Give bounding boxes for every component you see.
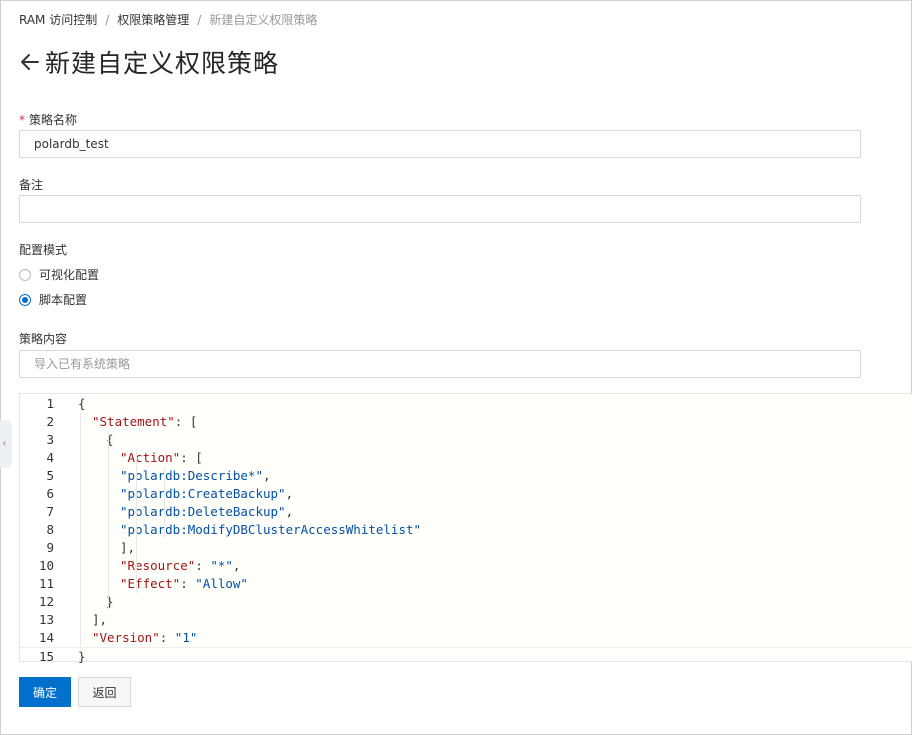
code-line[interactable]: 13], <box>20 611 912 629</box>
indent-guide <box>80 413 81 647</box>
back-button[interactable]: 返回 <box>78 677 131 707</box>
code-line[interactable]: 7 "polardb:DeleteBackup", <box>20 503 912 521</box>
code-line[interactable]: 6 "polardb:CreateBackup", <box>20 485 912 503</box>
line-number: 15 <box>38 649 54 664</box>
radio-unchecked-icon[interactable] <box>19 268 31 281</box>
code-line[interactable]: 9], <box>20 539 912 557</box>
code-line[interactable]: 10 "Resource": "*", <box>20 557 912 575</box>
line-number: 5 <box>46 468 54 483</box>
line-number: 8 <box>46 522 54 537</box>
code-text: "Version": "1" <box>92 630 198 645</box>
policy-name-label-text: 策略名称 <box>29 113 78 127</box>
policy-name-label: * 策略名称 <box>19 111 77 128</box>
code-text: "polardb:DeleteBackup", <box>120 504 294 519</box>
line-number: 12 <box>38 594 54 609</box>
code-text: } <box>106 594 114 609</box>
line-number: 2 <box>46 414 54 429</box>
code-text: { <box>78 396 86 411</box>
line-number: 3 <box>46 432 54 447</box>
line-number: 13 <box>38 612 54 627</box>
breadcrumb: RAM 访问控制 / 权限策略管理 / 新建自定义权限策略 <box>19 11 317 28</box>
config-mode-label: 配置模式 <box>19 243 68 257</box>
policy-content-label: 策略内容 <box>19 332 68 346</box>
breadcrumb-item-policy-management[interactable]: 权限策略管理 <box>117 13 190 27</box>
code-text: "polardb:ModifyDBClusterAccessWhitelist" <box>120 522 422 537</box>
code-line[interactable]: 8 "polardb:ModifyDBClusterAccessWhitelist… <box>20 521 912 539</box>
editor-gutter <box>20 394 76 661</box>
line-number: 14 <box>38 630 54 645</box>
radio-visual-config-label: 可视化配置 <box>39 268 100 282</box>
line-number: 7 <box>46 504 54 519</box>
breadcrumb-item-current: 新建自定义权限策略 <box>209 13 318 27</box>
code-text: ], <box>120 540 136 555</box>
radio-checked-icon[interactable] <box>19 293 31 306</box>
code-text: "polardb:Describe*", <box>120 468 271 483</box>
title-row: 新建自定义权限策略 <box>19 44 279 80</box>
remark-label: 备注 <box>19 178 44 192</box>
line-number: 11 <box>38 576 54 591</box>
code-line[interactable]: 3{ <box>20 431 912 449</box>
required-mark: * <box>19 113 25 127</box>
breadcrumb-separator: / <box>105 13 110 27</box>
chevron-left-icon: ‹ <box>2 436 7 450</box>
breadcrumb-separator: / <box>197 13 202 27</box>
code-editor[interactable]: 1{2"Statement": [3{4"Action": [5"polardb… <box>19 393 912 664</box>
code-line[interactable]: 5 "polardb:Describe*", <box>20 467 912 485</box>
code-text: "Resource": "*", <box>120 558 241 573</box>
indent-guide <box>164 467 165 539</box>
policy-name-input[interactable]: polardb_test <box>19 130 861 158</box>
radio-script-config-label: 脚本配置 <box>39 293 88 307</box>
radio-visual-config[interactable]: 可视化配置 <box>19 266 99 283</box>
code-text: } <box>78 649 86 664</box>
code-line[interactable]: 2 "Statement": [ <box>20 413 912 431</box>
code-line[interactable]: 12} <box>20 593 912 611</box>
line-number: 9 <box>46 540 54 555</box>
line-number: 4 <box>46 450 54 465</box>
code-line[interactable]: 14 "Version": "1" <box>20 629 912 647</box>
remark-input[interactable] <box>19 195 861 223</box>
arrow-left-icon[interactable] <box>19 51 41 73</box>
code-text: "Effect": "Allow" <box>120 576 248 591</box>
radio-script-config[interactable]: 脚本配置 <box>19 291 87 308</box>
breadcrumb-item-ram[interactable]: RAM 访问控制 <box>19 13 98 27</box>
line-number: 10 <box>38 558 54 573</box>
indent-guide <box>136 449 137 593</box>
line-number: 1 <box>46 396 54 411</box>
indent-guide <box>108 431 109 611</box>
editor-code-area[interactable] <box>76 394 912 661</box>
code-text: "Action": [ <box>120 450 203 465</box>
line-number: 6 <box>46 486 54 501</box>
import-system-policy-input[interactable]: 导入已有系统策略 <box>19 350 861 378</box>
code-text: ], <box>92 612 108 627</box>
code-line[interactable]: 15} <box>20 647 912 666</box>
code-line[interactable]: 11 "Effect": "Allow" <box>20 575 912 593</box>
code-text: "polardb:CreateBackup", <box>120 486 294 501</box>
code-text: { <box>106 432 114 447</box>
confirm-button[interactable]: 确定 <box>19 677 71 707</box>
side-collapse-tab[interactable]: ‹ <box>0 420 12 468</box>
code-line[interactable]: 1{ <box>20 395 912 413</box>
code-line[interactable]: 4 "Action": [ <box>20 449 912 467</box>
code-text: "Statement": [ <box>92 414 198 429</box>
page-title: 新建自定义权限策略 <box>45 49 280 78</box>
